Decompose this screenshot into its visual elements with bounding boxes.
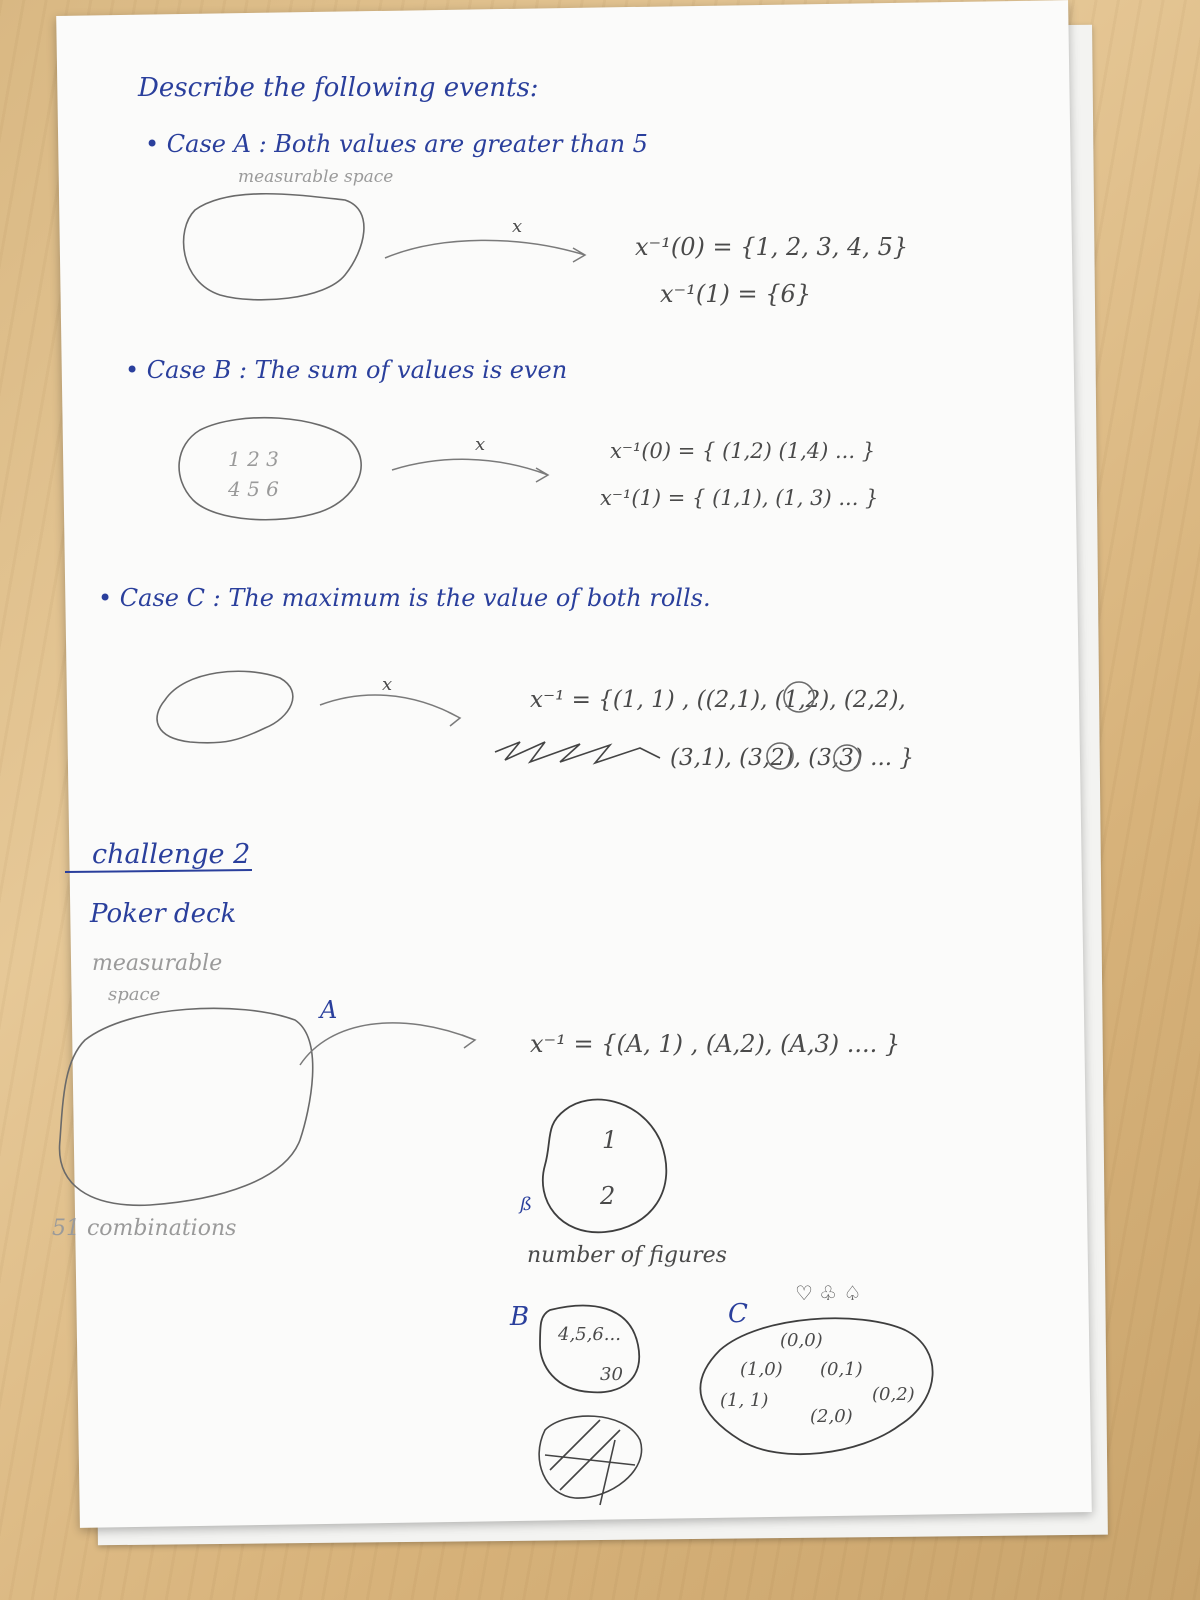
case-a-sample-space-blob [182, 193, 365, 301]
page-title: Describe the following events: [137, 73, 539, 103]
case-c-heading: • Case C : The maximum is the value of b… [98, 584, 711, 612]
poker-a-image-blob [541, 1098, 668, 1234]
scribbled-out-blob [538, 1415, 643, 1506]
case-c-poker-label: C [728, 1299, 748, 1329]
space-label: space [108, 984, 160, 1005]
case-b-poker-label: B [509, 1302, 529, 1332]
poker-c-image-blob [699, 1317, 934, 1455]
case-c-circle-mark [766, 742, 794, 770]
case-a-preimage-1: x⁻¹(1) = {6} [660, 280, 811, 308]
poker-b-blob-value-1: 4,5,6... [557, 1324, 621, 1345]
poker-a-blob-value-2: 2 [599, 1182, 615, 1210]
c-pair: (1,0) [740, 1359, 783, 1380]
poker-b-image-blob [539, 1304, 641, 1394]
case-c-circle-mark [833, 744, 861, 772]
case-b-blob-row2: 4 5 6 [227, 477, 279, 501]
case-b-sample-space-blob [178, 416, 362, 521]
case-c-sample-space-blob [156, 670, 294, 744]
c-pair: (0,0) [780, 1330, 823, 1351]
case-a-arrow [384, 239, 587, 263]
case-a-heading: • Case A : Both values are greater than … [145, 130, 648, 158]
poker-a-blob-value-1: 1 [602, 1126, 617, 1154]
case-b-blob-row1: 1 2 3 [228, 447, 279, 471]
challenge-underline [64, 869, 253, 873]
c-pair: (0,1) [820, 1359, 863, 1380]
case-c-arrow-label: x [382, 674, 392, 695]
poker-arrow [299, 1022, 477, 1066]
poker-deck-heading: Poker deck [89, 899, 236, 929]
c-pair: (2,0) [810, 1406, 853, 1427]
measurable-space-label: measurable space [238, 167, 393, 187]
measurable-label: measurable [92, 951, 222, 976]
case-c-crossed-out-scribble [494, 741, 661, 765]
c-pair: (0,2) [872, 1384, 915, 1405]
case-b-arrow-label: x [475, 434, 485, 455]
case-b-heading: • Case B : The sum of values is even [125, 356, 567, 384]
case-b-arrow [391, 458, 550, 483]
case-c-circle-mark [783, 681, 815, 713]
case-c-arrow [319, 694, 462, 727]
case-b-preimage-1: x⁻¹(1) = { (1,1), (1, 3) ... } [600, 486, 878, 510]
suit-symbols: ♡ ♧ ♤ [795, 1281, 862, 1305]
case-a-preimage-0: x⁻¹(0) = {1, 2, 3, 4, 5} [635, 233, 908, 261]
crossed-b-mark: ß [518, 1194, 532, 1215]
poker-sample-space-blob [58, 1007, 314, 1207]
case-a-label: A [318, 996, 337, 1024]
case-c-preimage-0: x⁻¹ = {(1, 1) , ((2,1), (1,2), (2,2), [530, 687, 906, 713]
case-b-preimage-0: x⁻¹(0) = { (1,2) (1,4) ... } [610, 439, 875, 463]
poker-b-blob-value-2: 30 [600, 1364, 623, 1385]
case-a-arrow-label: x [512, 216, 522, 237]
challenge-heading: challenge 2 [92, 839, 250, 870]
case-c-preimage-1: (3,1), (3,2), (3,3) ... } [670, 745, 914, 771]
c-pair: (1, 1) [720, 1390, 768, 1411]
combinations-count: 51 combinations [52, 1216, 236, 1241]
figures-label: number of figures [527, 1243, 727, 1268]
poker-a-preimage: x⁻¹ = {(A, 1) , (A,2), (A,3) .... } [530, 1030, 900, 1058]
